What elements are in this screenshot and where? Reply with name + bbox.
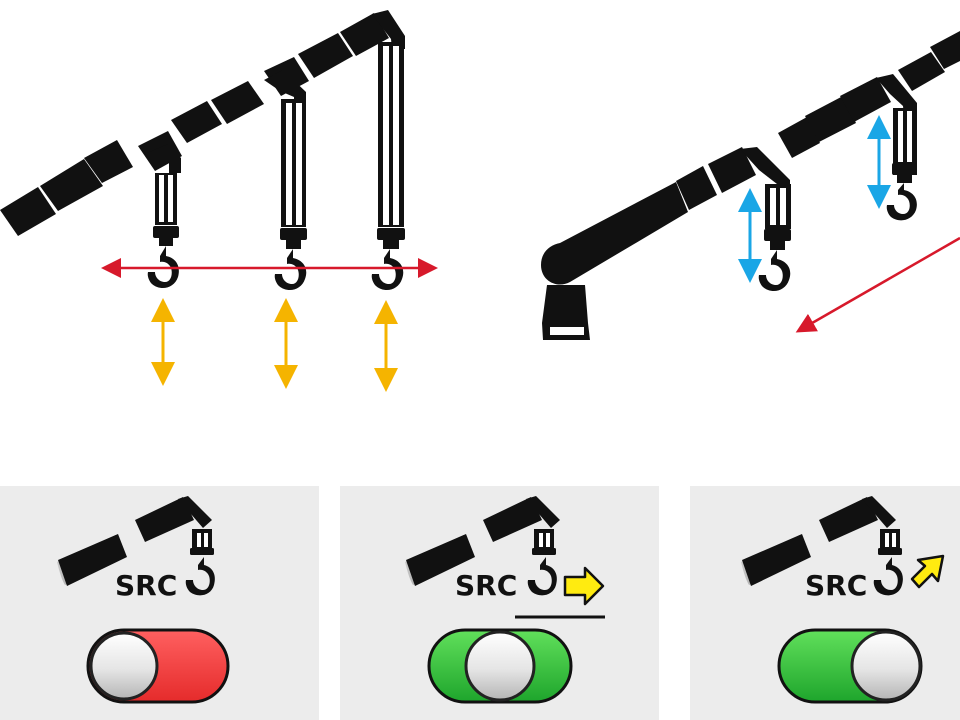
src-panel-on: SRC bbox=[690, 486, 960, 720]
src-label: SRC bbox=[115, 569, 177, 602]
toggle-switch[interactable] bbox=[777, 628, 923, 704]
toggle-knob bbox=[850, 630, 922, 702]
src-label: SRC bbox=[455, 569, 517, 602]
left-crane-diagram bbox=[0, 10, 438, 392]
crane-base bbox=[542, 285, 590, 340]
hook-icon bbox=[873, 557, 903, 596]
medium-hook-assembly bbox=[264, 70, 307, 291]
diagonal-movement-arrow bbox=[795, 236, 960, 333]
src-label: SRC bbox=[805, 569, 867, 602]
panel-crane-icon bbox=[405, 496, 560, 596]
src-panel-center: SRC bbox=[340, 486, 659, 720]
src-panel-off: SRC bbox=[0, 486, 319, 720]
toggle-switch[interactable] bbox=[427, 628, 573, 704]
toggle-knob bbox=[89, 631, 159, 701]
panel-crane-icon bbox=[741, 496, 903, 596]
long-hook-assembly bbox=[371, 10, 405, 291]
toggle-switch[interactable] bbox=[86, 628, 230, 704]
hook-icon bbox=[527, 557, 557, 596]
toggle-knob bbox=[464, 630, 536, 702]
arrow-right-icon bbox=[563, 566, 605, 606]
panel-crane-icon bbox=[57, 496, 215, 596]
long-boom bbox=[0, 13, 389, 236]
hook-icon bbox=[185, 557, 215, 596]
right-crane-diagram bbox=[541, 31, 960, 340]
arrow-up-right-icon bbox=[910, 554, 945, 589]
